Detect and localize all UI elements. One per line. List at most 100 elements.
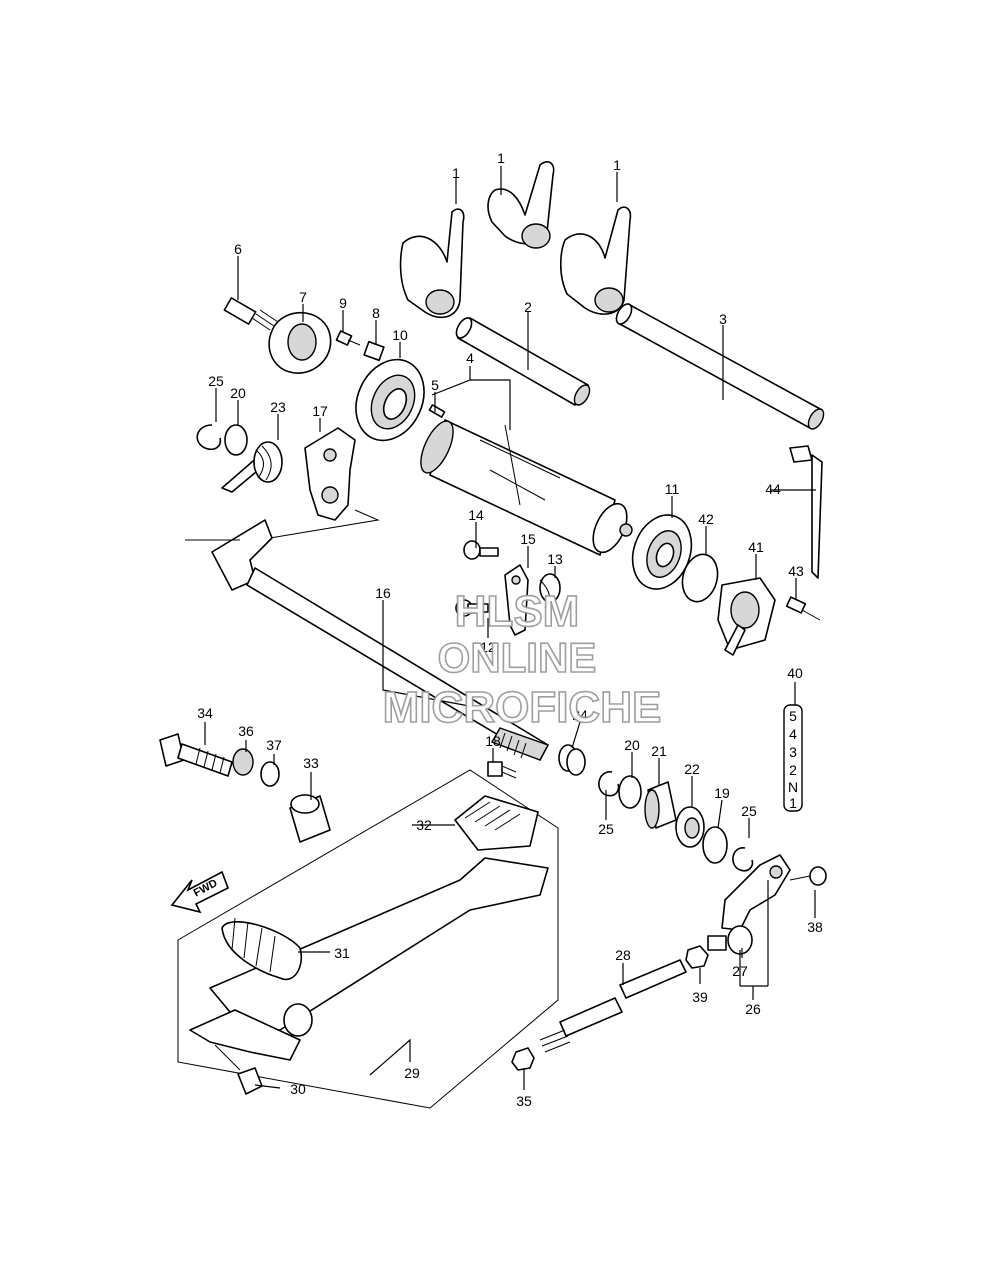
gear-5: 5: [789, 708, 797, 724]
washer-20-top: [224, 424, 248, 456]
shift-cam-drum: [420, 419, 633, 556]
fork-shaft-long: [615, 303, 825, 430]
label-10: 10: [392, 327, 408, 343]
label-14: 14: [468, 507, 484, 523]
shift-arm-plate-17: [304, 427, 356, 521]
label-18: 18: [485, 733, 501, 749]
label-13: 13: [547, 551, 563, 567]
label-40: 40: [787, 665, 803, 681]
gear-n: N: [788, 779, 798, 795]
seal-22: [675, 806, 705, 848]
label-26: 26: [745, 1001, 761, 1017]
label-32: 32: [416, 817, 432, 833]
label-25b: 25: [598, 821, 614, 837]
circlip-25-bottom: [732, 847, 754, 872]
label-22: 22: [684, 761, 700, 777]
label-20a: 20: [230, 385, 246, 401]
cam-stopper-7: [268, 311, 332, 374]
circlip-25-mid: [598, 771, 620, 797]
bolt-6: [223, 297, 279, 331]
pedal-assembly-box: [177, 769, 559, 1109]
label-11: 11: [665, 481, 680, 497]
brake-pedal-pad-32: [454, 795, 539, 851]
bolt-43: [785, 596, 821, 621]
washer-36: [232, 748, 254, 776]
bearing-11: [631, 514, 693, 590]
label-25c: 25: [741, 803, 757, 819]
label-16: 16: [375, 585, 391, 601]
watermark: HLSM ONLINE MICROFICHE: [382, 586, 662, 733]
spacer-33: [289, 794, 331, 843]
label-4: 4: [466, 350, 474, 366]
dowel-pin: [428, 404, 446, 418]
label-19: 19: [714, 785, 730, 801]
gearshift-lever-26: [721, 854, 791, 931]
label-20b: 20: [624, 737, 640, 753]
label-1b: 1: [497, 150, 505, 166]
label-15: 15: [520, 531, 536, 547]
bolt-14: [463, 540, 499, 560]
bolt-18: [487, 761, 517, 779]
watermark-line-3: MICROFICHE: [383, 683, 662, 732]
label-42: 42: [698, 511, 714, 527]
label-8: 8: [372, 305, 380, 321]
part-number-labels: 1 1 1 2 3 4 5 6 7 8 9 10 11 12 13 14 15 …: [197, 150, 823, 1109]
pedal-rubber-31: [221, 917, 302, 981]
nut-39: [685, 945, 709, 969]
label-6: 6: [234, 241, 242, 257]
label-2: 2: [524, 299, 532, 315]
pedal-bolt-34: [159, 733, 233, 777]
label-33: 33: [303, 755, 319, 771]
label-28: 28: [615, 947, 631, 963]
label-34: 34: [197, 705, 213, 721]
joint-27: [707, 925, 753, 955]
screw-9: [335, 330, 361, 346]
label-37: 37: [266, 737, 282, 753]
washer-37: [260, 761, 280, 787]
bearing-10: [355, 358, 425, 442]
washer-20-bottom: [618, 775, 642, 809]
shift-fork-right: [559, 206, 632, 315]
bushing-21: [644, 781, 677, 829]
label-1a: 1: [452, 165, 460, 181]
washer-19: [702, 826, 728, 864]
label-38: 38: [807, 919, 823, 935]
label-35: 35: [516, 1093, 532, 1109]
gear-3: 3: [789, 744, 797, 760]
fwd-arrow-icon: FWD: [170, 870, 230, 914]
bolt-12: [455, 599, 489, 617]
shift-fork-left: [399, 208, 465, 319]
label-23: 23: [270, 399, 286, 415]
label-31: 31: [334, 945, 350, 961]
fork-shaft-short: [455, 317, 591, 406]
label-43: 43: [788, 563, 804, 579]
neutral-switch-41: [717, 577, 776, 656]
assembly-line-17: [257, 509, 380, 541]
label-9: 9: [339, 295, 347, 311]
watermark-line-2: ONLINE: [438, 634, 597, 681]
shift-rod-28: [539, 959, 687, 1053]
label-39: 39: [692, 989, 708, 1005]
label-21: 21: [651, 743, 667, 759]
label-5: 5: [431, 377, 439, 393]
clamp-44: [789, 445, 823, 579]
watermark-line-1: HLSM: [455, 587, 580, 636]
seal-24: [558, 744, 586, 776]
label-27: 27: [732, 963, 748, 979]
circlip-25-top: [196, 424, 222, 451]
gear-position-label: 5 4 3 2 N 1: [783, 704, 803, 812]
gear-2: 2: [789, 762, 797, 778]
label-41: 41: [748, 539, 764, 555]
leader-lines: [204, 166, 816, 1090]
bolt-38: [789, 866, 827, 886]
label-25a: 25: [208, 373, 224, 389]
spring-13: [539, 573, 561, 609]
label-7: 7: [299, 289, 307, 305]
gear-4: 4: [789, 726, 797, 742]
label-36: 36: [238, 723, 254, 739]
label-29: 29: [404, 1065, 420, 1081]
gearshift-shaft: [211, 519, 550, 761]
shift-fork-middle: [487, 161, 555, 249]
label-12: 12: [480, 639, 496, 655]
